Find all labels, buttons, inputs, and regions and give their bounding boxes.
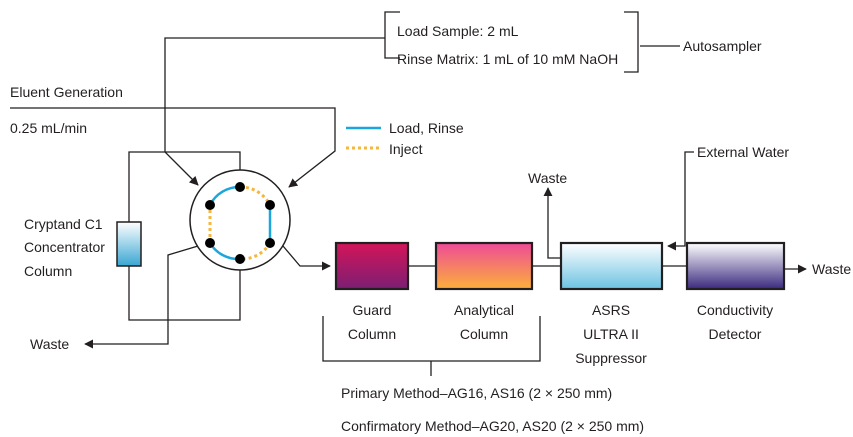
guard-label-1: Guard xyxy=(353,302,392,318)
conductivity-detector xyxy=(685,241,786,291)
legend: Load, Rinse Inject xyxy=(346,120,464,157)
confirmatory-method: Confirmatory Method–AG20, AS20 (2 × 250 … xyxy=(341,418,644,434)
waste-left-line xyxy=(84,242,209,349)
legend-inject: Inject xyxy=(389,141,423,157)
waste-left-label: Waste xyxy=(30,336,69,352)
detector-label-2: Detector xyxy=(709,326,762,342)
external-water-label: External Water xyxy=(697,144,789,160)
waste-top-label: Waste xyxy=(528,170,567,186)
suppressor-label-3: Suppressor xyxy=(575,350,647,366)
autosampler-label: Autosampler xyxy=(683,38,762,54)
external-water-line xyxy=(667,151,694,251)
suppressor-label-1: ASRS xyxy=(592,302,630,318)
autosampler-load-sample: Load Sample: 2 mL xyxy=(397,23,519,39)
eluent-line xyxy=(10,107,336,188)
eluent-generation-label: Eluent Generation xyxy=(10,84,123,100)
analytical-label-2: Column xyxy=(460,326,508,342)
concentrator-label-2: Concentrator xyxy=(24,239,105,255)
suppressor xyxy=(559,241,664,291)
eluent-flow-rate: 0.25 mL/min xyxy=(10,120,87,136)
autosampler-line xyxy=(164,37,385,186)
concentrator-column xyxy=(116,221,142,267)
legend-load-rinse: Load, Rinse xyxy=(389,120,464,136)
injection-valve xyxy=(189,169,291,271)
guard-column xyxy=(334,241,410,291)
concentrator-label-1: Cryptand C1 xyxy=(24,216,103,232)
autosampler-bracket xyxy=(384,11,680,73)
concentrator-label-3: Column xyxy=(24,263,72,279)
concentrator-bottom-line xyxy=(128,266,241,321)
concentrator-top-line xyxy=(128,151,241,222)
suppressor-label-2: ULTRA II xyxy=(583,326,639,342)
analytical-label-1: Analytical xyxy=(454,302,514,318)
valve-to-guard-line xyxy=(282,245,331,271)
guard-label-2: Column xyxy=(348,326,396,342)
detector-label-1: Conductivity xyxy=(697,302,773,318)
primary-method: Primary Method–AG16, AS16 (2 × 250 mm) xyxy=(341,385,612,401)
autosampler-rinse-matrix: Rinse Matrix: 1 mL of 10 mM NaOH xyxy=(397,51,618,67)
waste-right-label: Waste xyxy=(812,261,851,277)
waste-top-line xyxy=(543,187,561,259)
analytical-column xyxy=(434,241,534,291)
